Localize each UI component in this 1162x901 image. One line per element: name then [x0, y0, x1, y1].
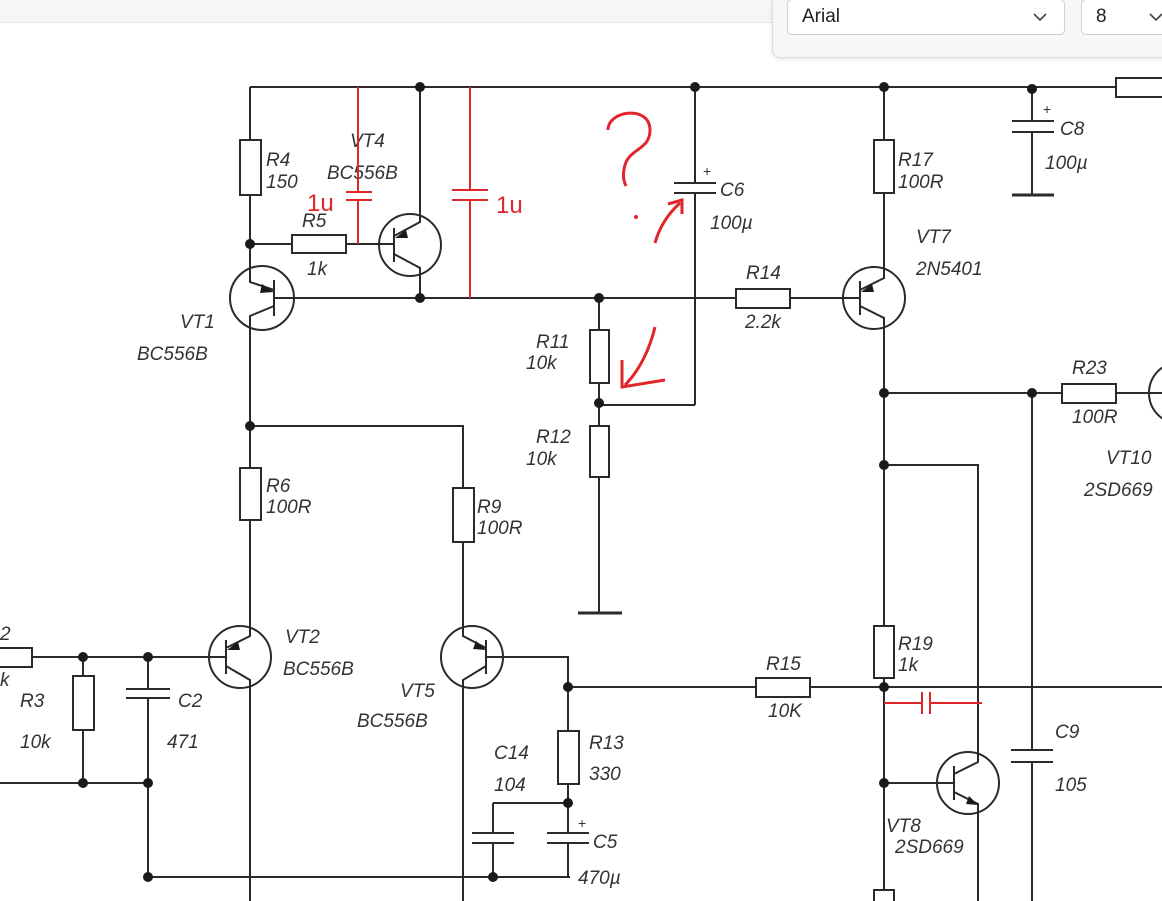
resistor-r6	[239, 467, 262, 521]
transistor-vt4	[378, 213, 442, 277]
component-labels: R4 150 VT4 BC556B R5 1k VT1 BC556B C6 10…	[0, 119, 1153, 889]
label-r17-value: 100R	[898, 172, 944, 193]
capacitors: + + +	[126, 101, 1054, 844]
label-r14-name: R14	[746, 263, 781, 284]
wires	[0, 86, 1162, 901]
label-c2-name: C2	[178, 691, 203, 712]
label-vt7-name: VT7	[916, 227, 952, 248]
resistors	[0, 77, 1162, 901]
label-r11-value: 10k	[526, 353, 558, 374]
resistor-r15	[755, 677, 811, 698]
transistor-vt5	[440, 625, 504, 689]
label-r23-name: R23	[1072, 358, 1107, 379]
font-size-dropdown[interactable]: 8	[1081, 0, 1162, 35]
annotation-cap-right: 1u	[496, 192, 523, 219]
annotation-cap-left: 1u	[307, 190, 334, 217]
label-r15-value: 10K	[768, 701, 803, 722]
transistor-vt1	[229, 265, 295, 331]
resistor-r17	[873, 139, 895, 194]
resistor-r19	[873, 625, 895, 679]
label-vt8-name: VT8	[886, 816, 921, 837]
label-r13-value: 330	[589, 764, 621, 785]
c6-polarity: +	[703, 163, 711, 179]
label-r5-name: R5	[302, 211, 327, 232]
label-vt5-value: BC556B	[357, 711, 428, 732]
label-r9-value: 100R	[477, 518, 523, 539]
label-c8-value: 100µ	[1045, 153, 1088, 174]
label-vt2-name: VT2	[285, 627, 320, 648]
label-c2-value: 471	[167, 732, 199, 753]
label-c8-name: C8	[1060, 119, 1085, 140]
label-c5-name: C5	[593, 832, 618, 853]
label-vt5-name: VT5	[400, 681, 435, 702]
label-r6-value: 100R	[266, 497, 312, 518]
label-vt7-value: 2N5401	[915, 259, 983, 280]
resistor-top-right	[1115, 77, 1162, 98]
transistors	[208, 213, 1162, 815]
label-vt10-value: 2SD669	[1083, 480, 1153, 501]
chevron-down-icon	[1149, 13, 1162, 22]
format-toolbar: Arial 8	[772, 0, 1162, 58]
label-vt1-value: BC556B	[137, 344, 208, 365]
label-r6-name: R6	[266, 476, 291, 497]
transistor-vt8	[936, 751, 1000, 815]
transistor-vt10	[1148, 366, 1162, 420]
label-c9-value: 105	[1055, 775, 1087, 796]
label-r13-name: R13	[589, 733, 624, 754]
label-c5-value: 470µ	[578, 868, 621, 889]
label-c9-name: C9	[1055, 722, 1080, 743]
label-r15-name: R15	[766, 654, 801, 675]
font-family-dropdown[interactable]: Arial	[787, 0, 1065, 35]
resistor-r13	[557, 730, 580, 785]
label-r4-name: R4	[266, 150, 290, 171]
label-vt4-value: BC556B	[327, 163, 398, 184]
font-family-value: Arial	[802, 6, 841, 27]
label-r11-name: R11	[536, 332, 569, 353]
resistor-r20	[873, 889, 895, 901]
resistor-r4	[239, 139, 262, 196]
resistor-r3	[72, 675, 95, 731]
label-r4-value: 150	[266, 172, 298, 193]
c8-polarity: +	[1043, 101, 1051, 117]
label-r3-value: 10k	[20, 732, 52, 753]
label-r14-value: 2.2k	[744, 312, 782, 333]
label-r5-value: 1k	[307, 259, 329, 280]
label-r12-name: R12	[536, 427, 571, 448]
resistor-r9	[452, 487, 475, 543]
label-r9-name: R9	[477, 497, 502, 518]
junction-dots	[78, 82, 1037, 882]
chevron-down-icon	[1033, 13, 1047, 22]
label-c6-value: 100µ	[710, 213, 753, 234]
label-c14-value: 104	[494, 775, 526, 796]
document-top-strip	[0, 0, 772, 23]
label-r17-name: R17	[898, 150, 934, 171]
label-vt1-name: VT1	[180, 312, 215, 333]
label-r3-name: R3	[20, 691, 45, 712]
transistor-vt7	[842, 266, 906, 330]
label-r2-value: k	[0, 670, 11, 691]
label-vt2-value: BC556B	[283, 659, 354, 680]
label-c6-name: C6	[720, 180, 745, 201]
resistor-r5	[291, 234, 347, 254]
label-vt10-name: VT10	[1106, 448, 1152, 469]
label-r2-name: 2	[0, 624, 11, 645]
label-c14-name: C14	[494, 743, 529, 764]
label-vt4-name: VT4	[350, 131, 385, 152]
label-r19-name: R19	[898, 634, 933, 655]
transistor-vt2	[208, 625, 272, 689]
label-r12-value: 10k	[526, 449, 558, 470]
font-size-value: 8	[1096, 6, 1107, 27]
resistor-r2	[0, 647, 33, 668]
resistor-r23	[1061, 383, 1117, 404]
resistor-r14	[735, 288, 791, 309]
resistor-r12	[589, 425, 610, 478]
label-r23-value: 100R	[1072, 407, 1118, 428]
label-vt8-value: 2SD669	[894, 837, 964, 858]
red-annotations: 1u 1u	[307, 87, 982, 714]
resistor-r11	[589, 329, 610, 384]
c5-polarity: +	[578, 815, 586, 831]
label-r19-value: 1k	[898, 655, 920, 676]
